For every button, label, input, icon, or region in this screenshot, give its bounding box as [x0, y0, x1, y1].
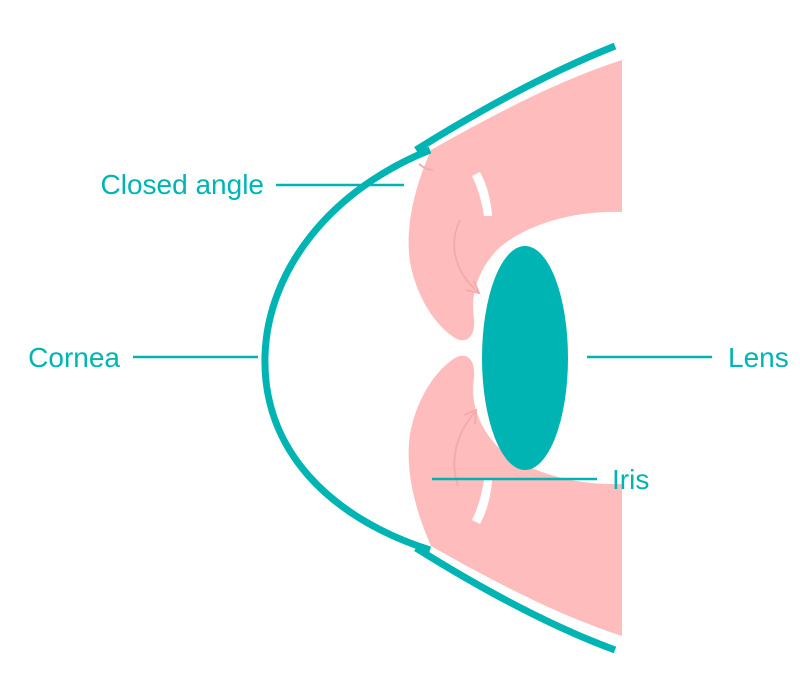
iris-upper-band — [408, 60, 622, 341]
closed-angle-label: Closed angle — [101, 169, 264, 200]
aqueous-flow-arrowhead-upper — [465, 280, 481, 295]
iris-ciliary-upper — [408, 60, 622, 341]
iris-upper-notch — [472, 172, 492, 216]
iris-lower-notch — [472, 480, 492, 524]
ciliary-process-lower-2 — [492, 479, 515, 526]
lens-label: Lens — [728, 342, 789, 373]
aqueous-flow-arrow-upper — [453, 219, 479, 293]
iris-ciliary-lower — [408, 355, 622, 636]
lens-shape — [482, 246, 568, 470]
cornea-outline — [261, 146, 432, 554]
sclera-outline-lower — [414, 545, 617, 654]
iris-lower-band — [408, 355, 622, 636]
closed-angle-arrow — [418, 163, 434, 171]
sclera-outline-upper — [414, 42, 617, 153]
cornea-label: Cornea — [28, 342, 120, 373]
aqueous-flow-arrowhead-lower — [463, 408, 478, 425]
ciliary-process-upper-2 — [492, 170, 515, 217]
iris-label: Iris — [612, 464, 649, 495]
